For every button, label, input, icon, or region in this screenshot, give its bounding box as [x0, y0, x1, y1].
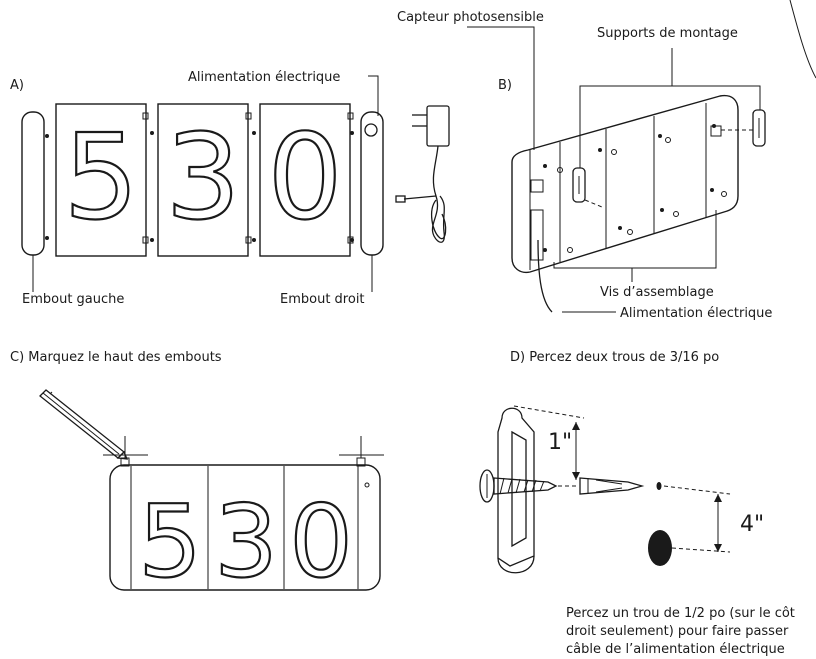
note-line-1: Percez un trou de 1/2 po (sur le côt — [566, 606, 795, 621]
label-power-b: Alimentation électrique — [620, 306, 772, 321]
sign-front — [109, 464, 381, 591]
digit-5: 5 — [138, 483, 202, 600]
mounting-bracket-icon — [572, 109, 766, 208]
screw-icon — [479, 469, 558, 503]
digit-5: 5 — [63, 108, 138, 246]
panel-d-title: D) Percez deux trous de 3/16 po — [510, 350, 719, 365]
dimension-1-inch — [572, 422, 580, 480]
sign-back-body — [511, 94, 739, 274]
digit-panel-3 — [157, 103, 249, 257]
panel-c-title: C) Marquez le haut des embouts — [10, 350, 222, 365]
panel-b: B) Capteur photosensible Supports de mon… — [397, 0, 816, 321]
digit-0: 0 — [289, 483, 353, 600]
label-mounting-brackets: Supports de montage — [597, 26, 738, 41]
note-line-2: droit seulement) pour faire passer — [566, 624, 789, 639]
right-end-cap — [360, 111, 384, 256]
large-hole-icon — [648, 530, 672, 566]
panel-a: A) 5 3 0 — [10, 70, 450, 307]
sensor-port-icon — [530, 179, 544, 193]
label-left-cap: Embout gauche — [22, 292, 124, 307]
panel-a-letter: A) — [10, 78, 24, 93]
sensor-dot-icon — [364, 482, 370, 488]
panel-c: C) Marquez le haut des embouts 5 3 0 — [10, 350, 384, 601]
pencil-icon — [39, 389, 129, 460]
label-power-a: Alimentation électrique — [188, 70, 340, 85]
note-line-3: câble de l’alimentation électrique — [566, 642, 785, 657]
leader-light-sensor — [467, 26, 535, 150]
leader-brackets — [579, 85, 761, 100]
panel-d: D) Percez deux trous de 3/16 po — [479, 350, 795, 657]
left-cap-screw-icon — [45, 236, 49, 240]
digit-panel-5 — [55, 103, 147, 257]
label-right-cap: Embout droit — [280, 292, 365, 307]
label-light-sensor: Capteur photosensible — [397, 10, 544, 25]
leader-assembly-screws — [553, 210, 717, 269]
digit-3: 3 — [214, 483, 278, 600]
power-adapter-icon — [395, 105, 450, 243]
top-marks — [103, 436, 384, 467]
power-cable — [537, 239, 553, 313]
wall-anchor-icon — [579, 477, 645, 495]
dimension-4-inch — [714, 494, 722, 552]
page-corner-curl — [789, 0, 816, 79]
left-end-cap — [21, 111, 45, 256]
label-assembly-screws: Vis d’assemblage — [600, 285, 714, 300]
assembly-screws — [543, 124, 727, 253]
left-cap-screw-icon — [45, 134, 49, 138]
light-sensor-icon — [364, 123, 378, 137]
panel-b-letter: B) — [498, 78, 512, 93]
wall-bracket-icon — [497, 407, 535, 574]
leader-power-a — [368, 75, 379, 100]
dim-label-4-inch: 4" — [740, 512, 764, 537]
digit-3: 3 — [165, 108, 240, 246]
panel-tabs — [142, 112, 354, 244]
digit-0: 0 — [267, 108, 342, 246]
digit-panel-0 — [259, 103, 351, 257]
power-slot-icon — [530, 209, 544, 261]
small-hole-icon — [656, 482, 662, 490]
dim-label-1-inch: 1" — [548, 430, 572, 455]
